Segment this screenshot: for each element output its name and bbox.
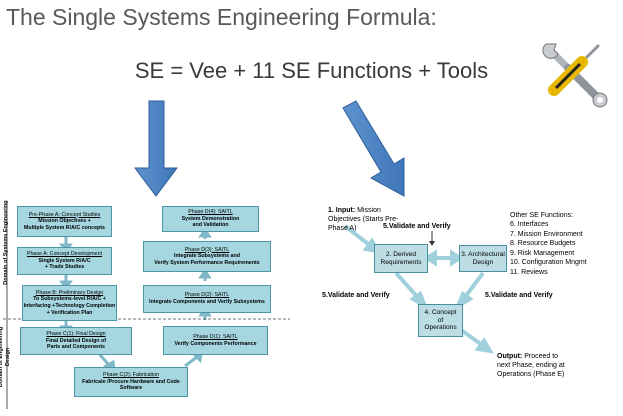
wrench-screwdriver-icon (542, 43, 608, 108)
domain-se-label: Domain of Systems Engineering (3, 200, 9, 285)
vee-box-pre-phase-a: Pre-Phase A: Concept Studies Mission Obj… (17, 206, 112, 237)
validate-verify-right: 5.Validate and Verify (485, 292, 553, 299)
vee-box-phase-b: Phase B: Preliminary Design To Subsystem… (22, 285, 117, 321)
vee-box-phase-d1: Phase D(1): SAITL Verify Components Perf… (163, 326, 268, 355)
vee-box-phase-c1: Phase C(1): Final Design Final Detailed … (20, 327, 132, 355)
validate-verify-left: 5.Validate and Verify (322, 292, 390, 299)
vee-box-phase-d2: Phase D(2): SAITL Integrate Components a… (143, 285, 271, 313)
functions-arrow (342, 100, 405, 197)
architectural-design-box: 3. Architectural Design (459, 245, 507, 272)
list-item: 7. Mission Environment (510, 230, 583, 238)
vee-box-phase-a: Phase A: Concept Development Single Syst… (17, 247, 112, 275)
validate-verify-top: 5.Validate and Verify (383, 223, 451, 230)
other-functions-list: Other SE Functions: 6. Interfaces 7. Mis… (510, 211, 587, 277)
page-title: The Single Systems Engineering Formula: (6, 4, 437, 30)
list-item: 9. Risk Management (510, 249, 575, 257)
vee-box-phase-d3: Phase D(3): SAITL Integrate Subsystems a… (143, 241, 271, 272)
domain-eng-label: Domain of Engineering Design (0, 326, 12, 388)
list-item: 11. Reviews (510, 268, 548, 276)
vee-arrow (134, 100, 178, 197)
vee-box-phase-c2: Phase C(2): Fabrication Fabricate /Procu… (74, 367, 188, 397)
output-label-block: Output: Proceed to next Phase, ending at… (497, 353, 565, 379)
list-item: 8. Resource Budgets (510, 240, 576, 248)
other-functions-header: Other SE Functions: (510, 212, 574, 219)
input-label-block: 1. Input: Mission Objectives (Starts Pre… (328, 207, 399, 232)
derived-requirements-box: 2. Derived Requirements (374, 244, 428, 273)
concept-of-operations-box: 4. Concept of Operations (418, 304, 463, 337)
vee-box-phase-d4: Phase D(4): SAITL System Demonstration a… (162, 206, 259, 232)
list-item: 10. Configuration Mngmt (510, 259, 587, 267)
list-item: 6. Interfaces (510, 221, 549, 229)
formula: SE = Vee + 11 SE Functions + Tools (134, 58, 489, 83)
